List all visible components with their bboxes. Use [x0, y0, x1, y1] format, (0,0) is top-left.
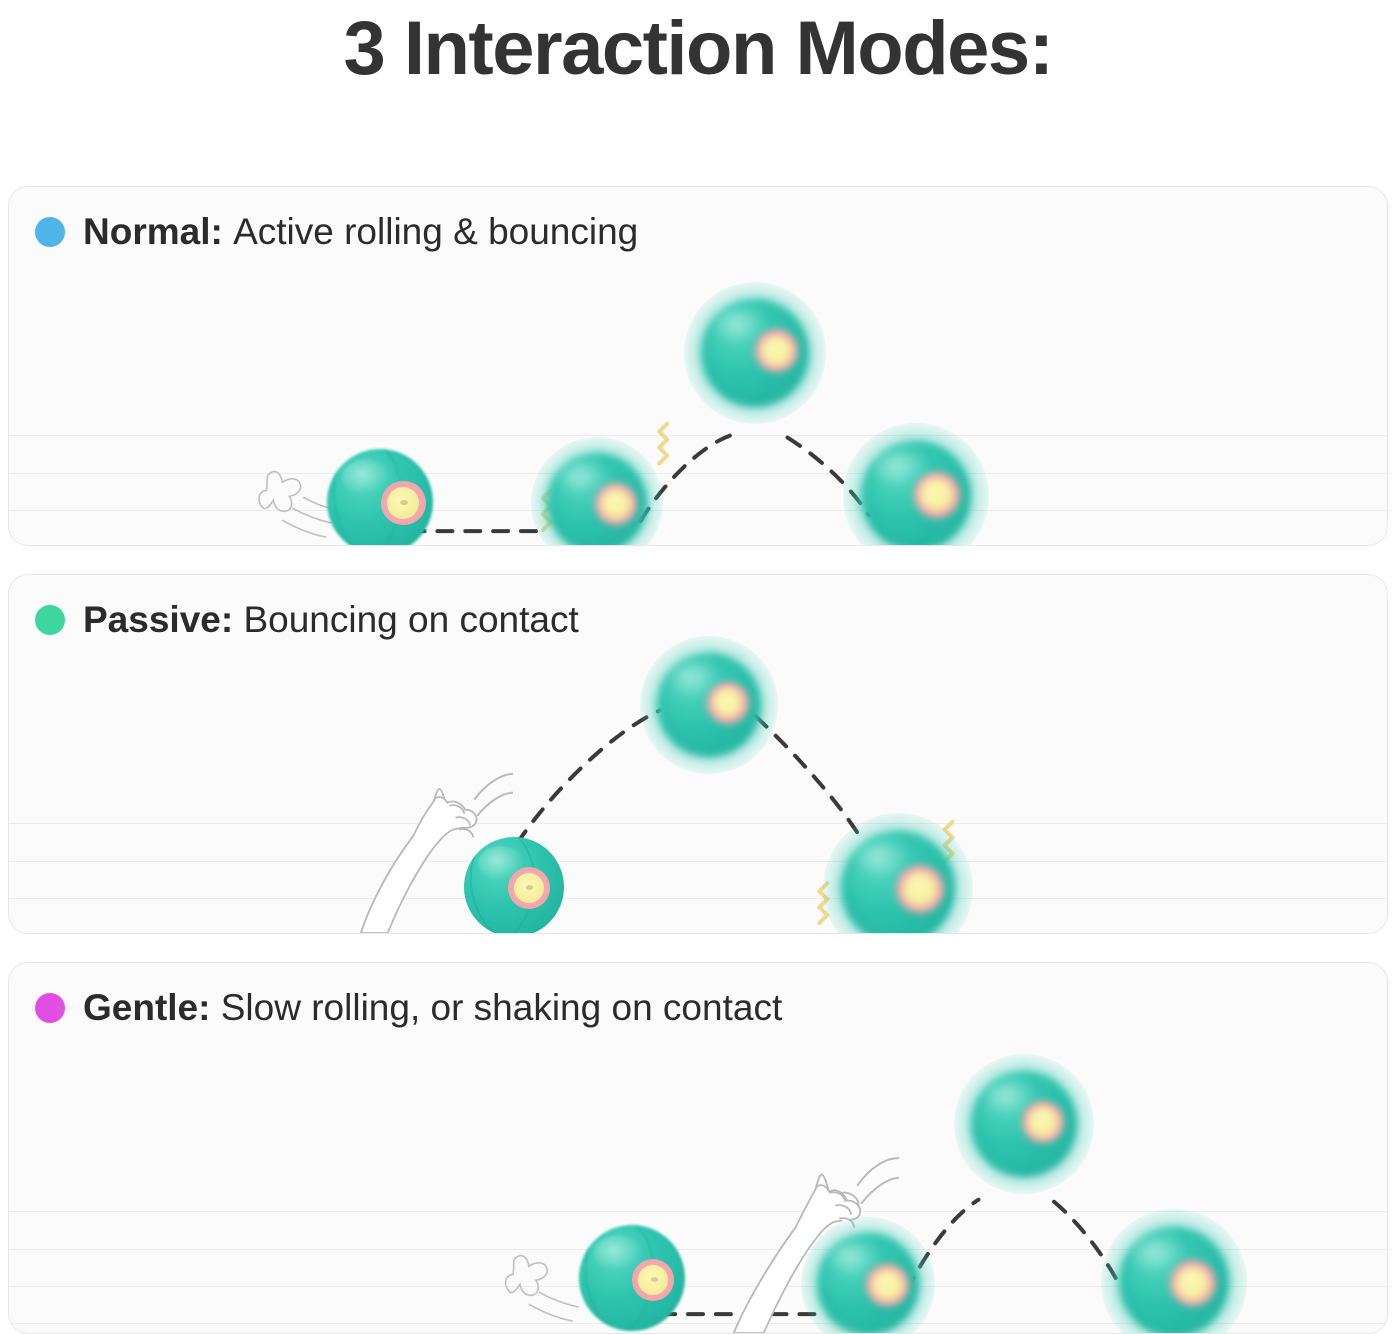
ball-landing [1101, 1209, 1247, 1333]
ball-contact [464, 837, 564, 933]
ball-apex [954, 1054, 1094, 1194]
card-header-passive: Passive: Bouncing on contact [35, 599, 579, 641]
ball-led-core [638, 1265, 669, 1295]
ball-led-core [1176, 1266, 1210, 1300]
mode-description-passive: Bouncing on contact [243, 599, 579, 640]
mode-card-passive: Passive: Bouncing on contact [8, 574, 1388, 934]
mode-description-gentle: Slow rolling, or shaking on contact [220, 987, 783, 1028]
ball-led-core [1028, 1107, 1058, 1137]
ball-led-core [920, 478, 954, 512]
ball-landing [822, 812, 974, 933]
tap-motion-arcs-icon [856, 1156, 899, 1205]
cat-paw-leg-icon [732, 1173, 861, 1333]
mode-dot-normal [35, 217, 65, 247]
mode-description-normal: Active rolling & bouncing [233, 211, 639, 252]
ball-apex [683, 281, 827, 425]
card-header-text-passive: Passive: Bouncing on contact [83, 599, 579, 641]
mode-dot-passive [35, 605, 65, 635]
mode-label-passive: Passive: [83, 599, 244, 640]
ball-apex [640, 636, 778, 774]
ball-led-core [713, 688, 743, 718]
paw-print-icon [258, 470, 336, 538]
card-header-normal: Normal: Active rolling & bouncing [35, 211, 638, 253]
ball-landing [843, 423, 989, 545]
ball-led-core [387, 487, 420, 519]
ball-led-core [872, 1269, 903, 1301]
ball-contact [800, 1216, 936, 1333]
ball-led-core [902, 872, 937, 907]
mode-label-normal: Normal: [83, 211, 234, 252]
card-header-gentle: Gentle: Slow rolling, or shaking on cont… [35, 987, 782, 1029]
mode-card-gentle: Gentle: Slow rolling, or shaking on cont… [8, 962, 1388, 1334]
card-header-text-gentle: Gentle: Slow rolling, or shaking on cont… [83, 987, 782, 1029]
card-header-text-normal: Normal: Active rolling & bouncing [83, 211, 638, 253]
ball-rolling [579, 1225, 685, 1331]
page-title: 3 Interaction Modes: [343, 6, 1055, 91]
mode-label-gentle: Gentle: [83, 987, 221, 1028]
tap-motion-arcs-icon [473, 772, 514, 817]
cat-paw-leg-icon [359, 788, 478, 933]
paw-print-icon [504, 1254, 548, 1297]
ball-launch [531, 437, 663, 545]
mode-card-normal: Normal: Active rolling & bouncing [8, 186, 1388, 546]
motion-lines-icon [528, 1291, 579, 1322]
ball-rolling [327, 449, 433, 545]
ball-led-core [761, 335, 792, 366]
ball-led-core [601, 489, 631, 519]
mode-dot-gentle [35, 993, 65, 1023]
